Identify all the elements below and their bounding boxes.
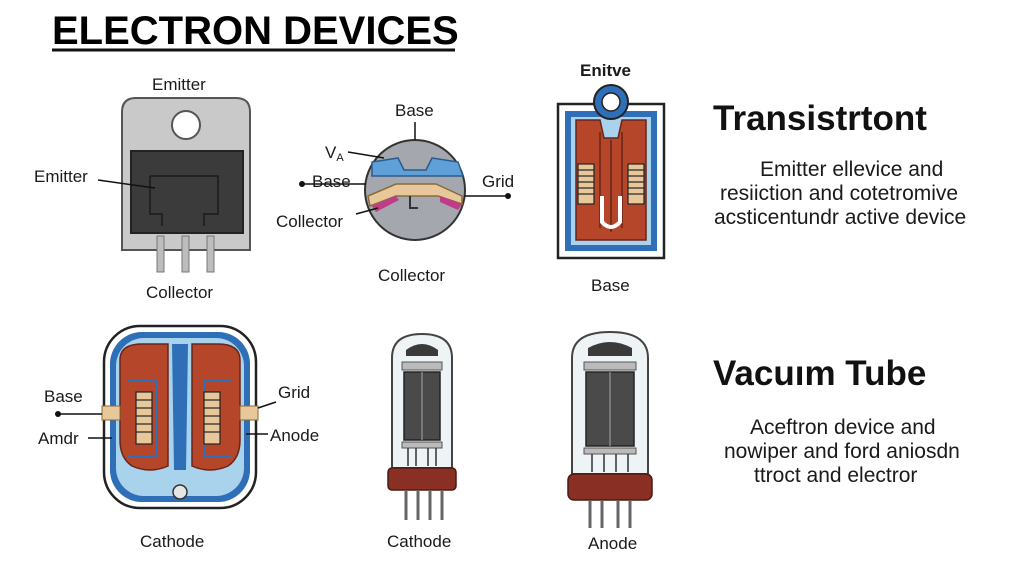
junction-diagram: Base VA Base Grid Collector Collector <box>276 101 514 285</box>
vt1-base <box>387 467 457 491</box>
transistor-desc-line-2: resiiction and cotetromive <box>720 182 958 205</box>
transistor-desc-line-1: Emitter ellevice and <box>760 158 943 181</box>
vacuum-desc-line-3: ttroct and electror <box>754 464 917 487</box>
tube-section: Base Amdr Grid Anode Cathode <box>38 324 319 551</box>
vt2-pins <box>588 500 632 528</box>
lead-3 <box>206 235 215 273</box>
vt2-getter <box>588 342 632 356</box>
ts-screw <box>172 484 188 500</box>
mounting-hole <box>171 110 201 140</box>
vt1-pins <box>404 490 444 520</box>
vt1-top-mica <box>401 361 443 371</box>
junction-left-accent <box>372 196 399 212</box>
leader-collector-left <box>355 207 379 215</box>
label-ts-base: Base <box>44 387 83 406</box>
label-collector-left: Collector <box>276 212 343 231</box>
label-emitter-top: Emitter <box>152 75 206 94</box>
vacuum-tube-2: Anode <box>567 330 653 553</box>
junction-right-accent <box>440 196 462 210</box>
ts-coil-left <box>135 391 153 445</box>
leader-voltage <box>347 151 385 159</box>
vt2-top-mica <box>583 361 637 371</box>
label-base-left: Base <box>312 172 351 191</box>
label-base-bottom: Base <box>591 276 630 295</box>
transistor-desc-line-3: acsticentundr active device <box>714 206 966 229</box>
vt1-getter <box>406 344 438 356</box>
transistor-heading: Transistrtont <box>713 99 927 138</box>
vacuum-tube-1: Cathode <box>387 332 457 551</box>
cs-coil-right <box>627 163 645 205</box>
label-collector-bottom: Collector <box>378 266 445 285</box>
terminal-dot-left <box>299 181 305 187</box>
label-grid: Grid <box>482 172 514 191</box>
label-emitter-left: Emitter <box>34 167 88 186</box>
leader-ts-grid <box>257 401 277 409</box>
terminal-ts-base <box>55 411 61 417</box>
cs-top-hole <box>601 92 621 112</box>
label-voltage: VA <box>325 143 344 164</box>
vacuum-tube-heading: Vacuım Tube <box>713 354 926 393</box>
label-ts-cathode: Cathode <box>140 532 204 551</box>
leader-line <box>97 179 156 189</box>
vt2-stem-wires <box>591 454 629 472</box>
vacuum-desc-line-2: nowiper and ford aniosdn <box>724 440 960 463</box>
label-vt1-cathode: Cathode <box>387 532 451 551</box>
package-body <box>130 150 244 234</box>
ts-center-channel <box>172 344 188 470</box>
cross-section-device: Enitve Base <box>556 61 666 295</box>
lead-2 <box>181 235 190 273</box>
label-collector: Collector <box>146 283 213 302</box>
ts-left-tab <box>101 405 121 421</box>
terminal-dot-right <box>505 193 511 199</box>
junction-top-layer <box>371 157 465 177</box>
cs-coil-left <box>577 163 595 205</box>
vt1-bottom-mica <box>401 441 443 449</box>
label-vt2-anode: Anode <box>588 534 637 553</box>
cs-loop <box>600 196 622 229</box>
label-ts-amdr: Amdr <box>38 429 79 448</box>
vt1-stem-wires <box>407 448 437 466</box>
die-outline <box>149 175 219 226</box>
ts-left-wire <box>128 379 157 457</box>
label-base-top: Base <box>395 101 434 120</box>
label-ts-grid: Grid <box>278 383 310 402</box>
label-enitve: Enitve <box>580 61 631 80</box>
transistor-package: Emitter Emitter Collector <box>34 75 251 302</box>
label-ts-anode: Anode <box>270 426 319 445</box>
ts-coil-right <box>203 391 221 445</box>
vt2-bottom-mica <box>583 447 637 455</box>
lead-1 <box>156 235 165 273</box>
ts-right-tab <box>239 405 259 421</box>
vt2-base <box>567 473 653 501</box>
junction-pin <box>409 196 418 209</box>
vacuum-desc-line-1: Aceftron device and <box>750 416 936 439</box>
page-title: ELECTRON DEVICES <box>52 9 459 53</box>
